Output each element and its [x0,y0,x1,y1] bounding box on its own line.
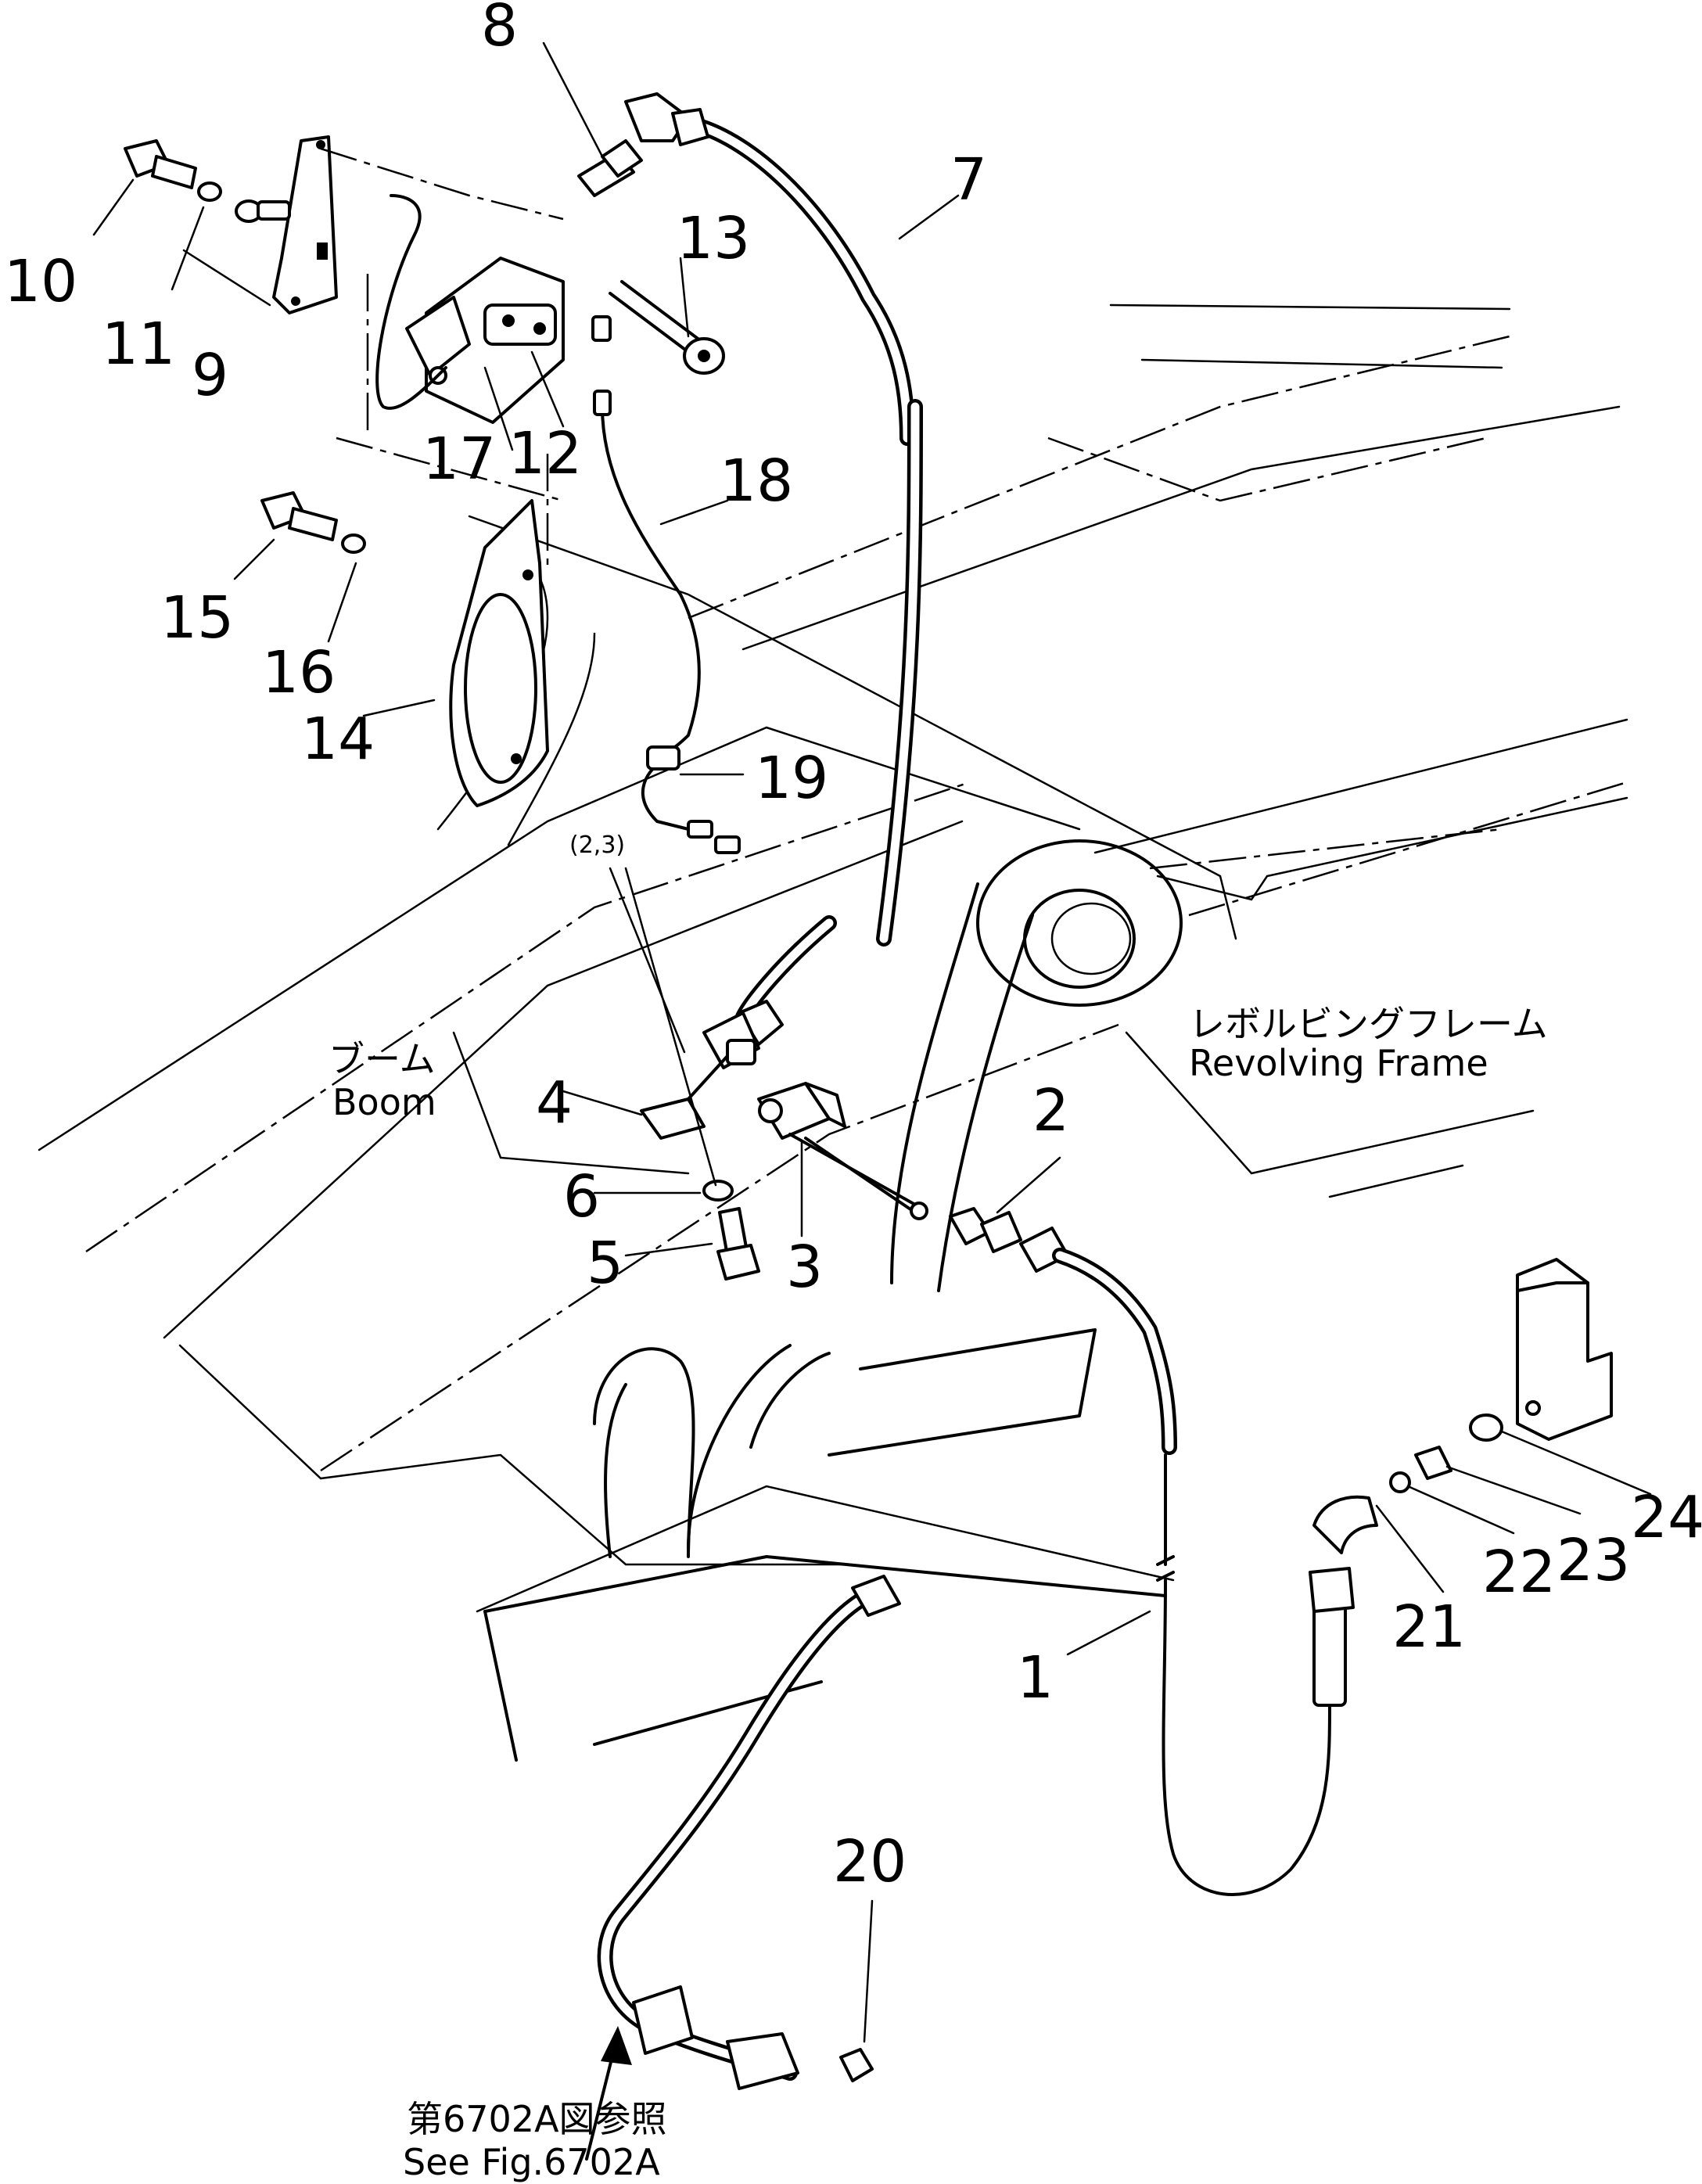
callout-2: 2 [1032,1077,1069,1144]
fitting-8 [577,139,643,197]
wire-18 [601,405,701,768]
callout-14: 14 [301,706,375,773]
captions: レボルビングフレーム Revolving Frame ブーム Boom 第670… [329,832,1548,2183]
hose-7 [624,92,923,1046]
revolving-frame-outline [468,304,1628,1198]
callout-18: 18 [720,447,793,515]
pressure-switch-3 [757,1082,928,1220]
see-fig-label-en: See Fig.6702A [403,2141,660,2183]
callout-12: 12 [508,420,582,487]
wire-terminal-2 [593,390,612,416]
wire-connector [687,820,713,839]
leader-lines [92,41,1652,2161]
boom-outline [38,546,1119,1566]
callout-6: 6 [563,1163,600,1230]
boom-label-en: Boom [332,1081,436,1123]
hose-1 [1019,1227,1355,1896]
callout-13: 13 [677,205,750,272]
block-4 [640,1011,760,1140]
wire-17 [375,194,447,410]
bracket-plate-14 [449,499,549,807]
boom-cylinders [593,1328,1097,1558]
bracket-mark: (2,3) [569,832,625,859]
callout-22: 22 [1482,1539,1556,1606]
solenoid-valve-12 [405,257,565,424]
callout-20: 20 [833,1828,907,1895]
boom-pivot [890,839,1183,1292]
callout-17: 17 [422,426,496,493]
callout-4: 4 [536,1069,573,1137]
o-ring-22 [1389,1471,1411,1493]
washer-16 [341,533,366,554]
wire-terminal [591,315,612,342]
mounting-plate-9 [272,135,338,314]
callout-23: 23 [1557,1527,1630,1594]
boom-label-jp: ブーム [329,1038,436,1080]
wire-clamp-19 [646,745,680,771]
callout-24: 24 [1631,1484,1702,1551]
connector-plug [235,199,291,223]
callout-10: 10 [4,248,77,315]
washer-6 [702,1180,734,1202]
bolt-5 [716,1207,760,1281]
plug-20 [839,2048,874,2082]
washer-11 [197,181,222,202]
callout-9: 9 [192,342,228,409]
wire-connector-2 [714,835,741,854]
see-fig-label-jp: 第6702A図参照 [407,2098,667,2140]
fitting-2 [949,1207,1022,1253]
callout-21: 21 [1392,1593,1466,1661]
callout-7: 7 [950,146,987,214]
bolt-15 [260,491,338,541]
revolving-frame-label-en: Revolving Frame [1189,1042,1488,1084]
bolt-13 [609,280,725,375]
callout-8: 8 [481,0,518,59]
assembly-hidden-lines [320,147,564,571]
o-ring-24 [1469,1413,1503,1442]
elbow-21 [1312,1495,1378,1554]
support-bracket [1516,1258,1613,1441]
callout-15: 15 [160,584,234,652]
callout-5: 5 [587,1230,623,1297]
callout-numbers: 1 2 3 4 5 6 7 8 9 10 11 12 13 14 15 16 1… [4,0,1702,1895]
lower-pipe [597,1575,901,2090]
callout-19: 19 [755,745,828,812]
callout-1: 1 [1017,1644,1054,1712]
fitting-23 [1414,1446,1452,1480]
callout-3: 3 [786,1234,823,1301]
bolt-10 [124,139,197,189]
revolving-frame-label-jp: レボルビングフレーム [1189,1003,1548,1045]
callout-11: 11 [102,311,175,378]
callout-16: 16 [262,639,336,706]
